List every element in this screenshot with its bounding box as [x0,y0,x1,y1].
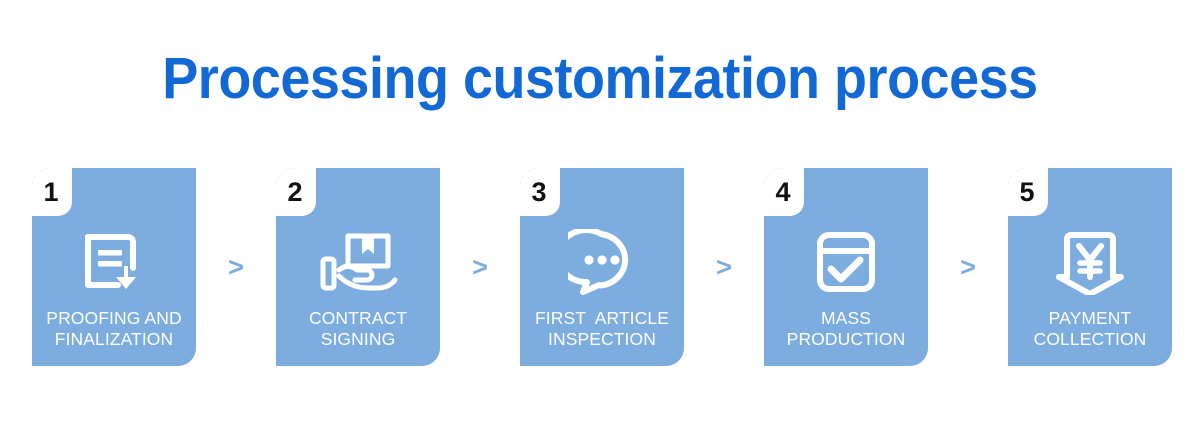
chevron-right-separator: > [716,251,732,282]
step-number-notch [520,168,560,216]
step-number-notch [764,168,804,216]
step-label: PAYMENT COLLECTION [1033,308,1147,349]
chevron-right-separator: > [228,251,244,282]
process-flow: 1 PROOFING AND FINALIZATION > 2 [32,168,1172,366]
step-proofing-and-finalization[interactable]: 1 PROOFING AND FINALIZATION [32,168,196,366]
step-number-notch [1008,168,1048,216]
step-number: 3 [531,176,547,207]
step-label: PROOFING AND FINALIZATION [46,308,182,349]
step-label: MASS PRODUCTION [786,308,906,349]
step-number-notch [276,168,316,216]
speech-bubble-dots-icon [520,216,684,308]
chevron-right-separator: > [472,251,488,282]
hand-holding-package-icon [276,216,440,308]
chevron-right-separator: > [960,251,976,282]
step-label: CONTRACT SIGNING [308,308,407,349]
step-number: 5 [1019,176,1035,207]
calendar-check-icon [764,216,928,308]
step-contract-signing[interactable]: 2 CONTRACT SIGNING [276,168,440,366]
document-download-icon [32,216,196,308]
page-title: Processing customization process [162,46,1038,111]
step-first-article-inspection[interactable]: 3 FIRST ARTICLE INSPECTION [520,168,684,366]
step-label: FIRST ARTICLE INSPECTION [535,308,669,349]
step-mass-production[interactable]: 4 MASS PRODUCTION [764,168,928,366]
step-number: 4 [775,176,791,207]
step-number-notch [32,168,72,216]
yen-arrow-down-icon [1008,216,1172,308]
step-payment-collection[interactable]: 5 PAYMENT COLLECTION [1008,168,1172,366]
step-number: 2 [287,176,303,207]
step-number: 1 [43,176,59,207]
